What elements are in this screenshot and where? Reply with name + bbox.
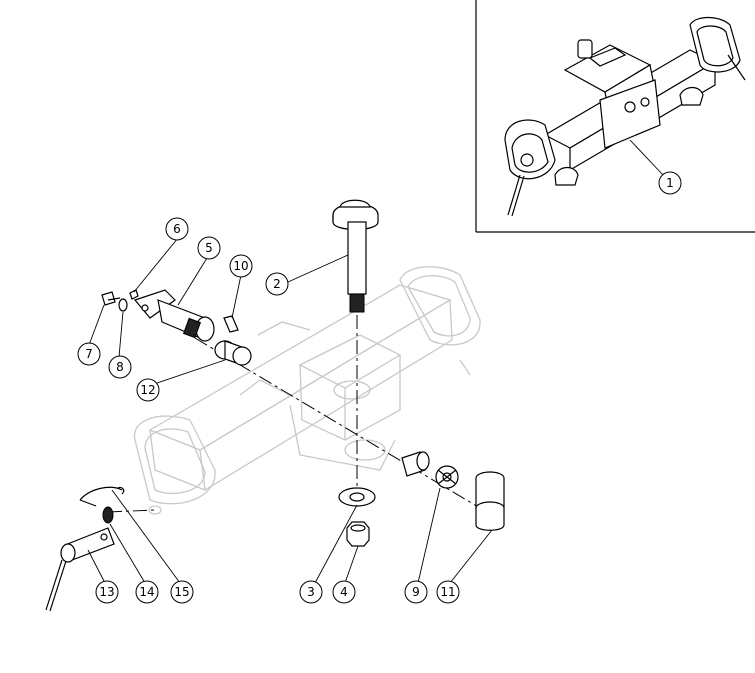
callout-10: 10 <box>229 254 253 278</box>
part-15-lanyard <box>79 486 125 507</box>
ghost-hitch-frame <box>133 266 481 515</box>
callout-2-label: 2 <box>273 277 281 291</box>
part-2-pivot-bolt <box>332 199 379 313</box>
callout-4-label: 4 <box>340 585 348 599</box>
callout-13: 13 <box>95 580 119 604</box>
callout-6: 6 <box>165 217 189 241</box>
callout-5: 5 <box>197 236 221 260</box>
inset-frame <box>475 0 755 233</box>
callout-10-label: 10 <box>233 259 248 273</box>
part-9-castle-nut <box>435 465 459 489</box>
callout-1-label: 1 <box>666 176 674 190</box>
part-5-pin <box>133 289 215 342</box>
callout-2: 2 <box>265 272 289 296</box>
center-lines <box>107 315 501 521</box>
part-11-sleeve <box>475 471 505 531</box>
callout-8-label: 8 <box>116 360 124 374</box>
part-12-bushing <box>214 340 252 366</box>
part-10-roll-pin <box>223 315 239 333</box>
callout-15-label: 15 <box>174 585 189 599</box>
part-7-cap-screw <box>101 291 121 306</box>
part-13-hitch-pin <box>45 527 115 612</box>
part-3-washer <box>338 487 376 507</box>
part-8-washer <box>118 298 128 312</box>
callout-3: 3 <box>299 580 323 604</box>
callout-11-label: 11 <box>440 585 455 599</box>
callout-9-label: 9 <box>412 585 420 599</box>
inset-assembled-hitch <box>504 16 746 217</box>
callout-1: 1 <box>658 171 682 195</box>
callout-4: 4 <box>332 580 356 604</box>
part-14-lynch-pin <box>102 506 114 524</box>
callout-13-label: 13 <box>99 585 114 599</box>
callout-14: 14 <box>135 580 159 604</box>
callout-11: 11 <box>436 580 460 604</box>
callout-15: 15 <box>170 580 194 604</box>
leader-lines <box>87 139 664 584</box>
callout-14-label: 14 <box>139 585 154 599</box>
callout-12: 12 <box>136 378 160 402</box>
callout-9: 9 <box>404 580 428 604</box>
callout-12-label: 12 <box>140 383 155 397</box>
callout-3-label: 3 <box>307 585 315 599</box>
callout-5-label: 5 <box>205 241 213 255</box>
part-6-grease-fitting <box>129 289 139 300</box>
part-4-hex-nut <box>346 521 370 547</box>
callout-6-label: 6 <box>173 222 181 236</box>
callout-7: 7 <box>77 342 101 366</box>
callout-7-label: 7 <box>85 347 93 361</box>
part-bushing-secondary <box>401 451 430 477</box>
callout-8: 8 <box>108 355 132 379</box>
